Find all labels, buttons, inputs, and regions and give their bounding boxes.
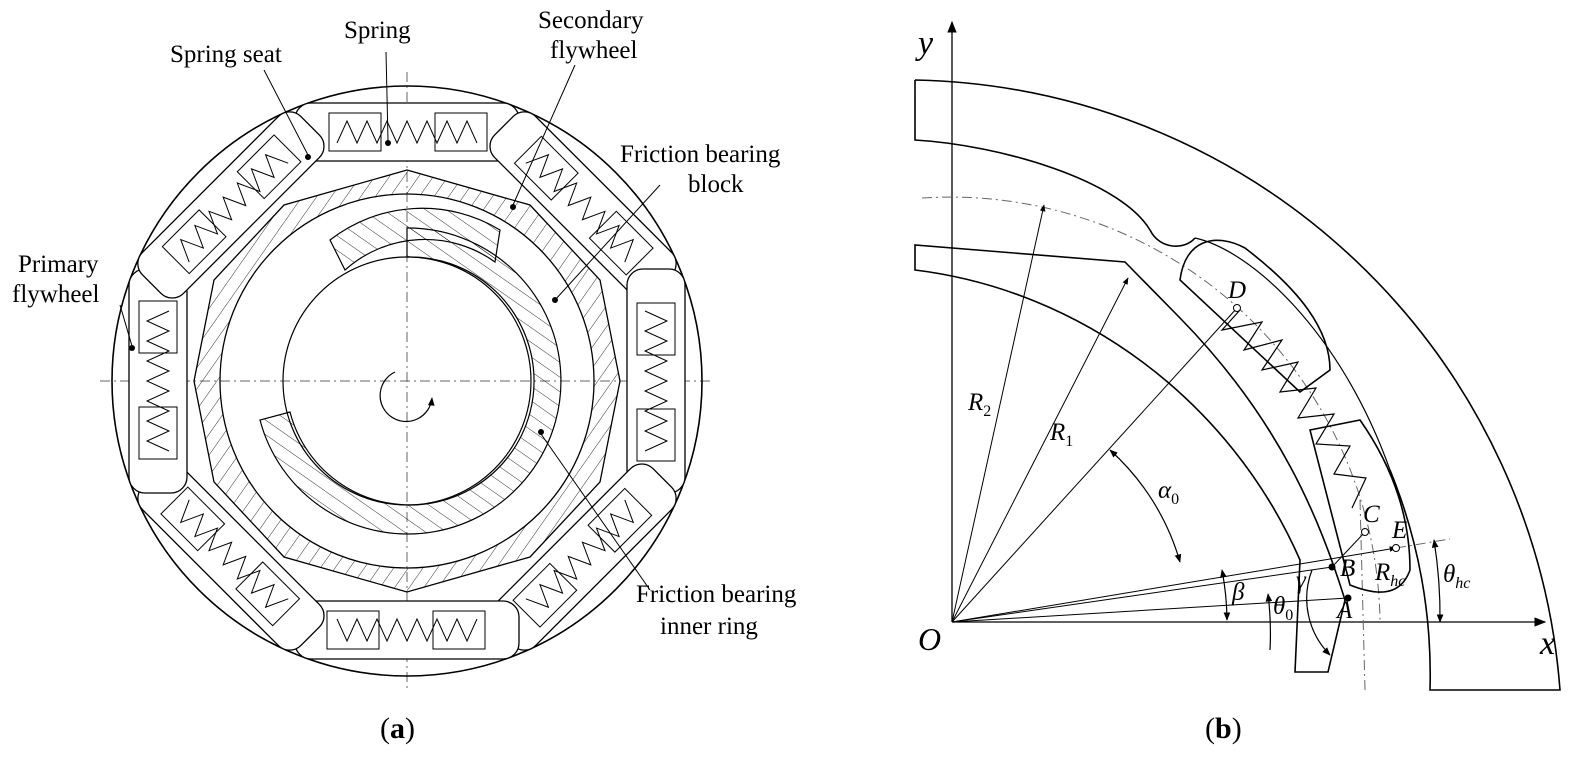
spring-block [636,408,676,462]
radius-r1-line [951,277,1129,623]
spring-block [160,486,226,552]
spring-block [512,562,578,628]
y-axis-label: y [915,25,934,62]
reference-arc-r2 [921,196,1381,623]
spring-block [236,134,302,200]
spring-coil [336,119,478,145]
point-c-dot [1361,528,1369,536]
label-friction-bearing-block-line1: Friction bearing [620,141,781,168]
spring-pocket [128,268,188,494]
spring-block [513,135,579,201]
label-primary-flywheel-line2: flywheel [12,281,100,308]
spring-coil [336,617,478,643]
radius-r2-line [951,204,1046,623]
label-rhc: Rhc [1374,559,1405,590]
line-oa [951,597,1349,623]
primary-flywheel-arc [914,79,1561,691]
leader-lines-a [119,51,661,591]
label-gamma: γ [1296,567,1307,594]
label-thetahc: θhc [1443,561,1470,592]
label-primary-flywheel-line1: Primary [18,251,99,278]
label-r2: R2 [967,389,991,420]
panel-a-caption: (a) [380,712,415,745]
line-bc [1331,531,1366,568]
angle-beta-arc [1220,569,1231,621]
points-b [1233,304,1400,602]
flywheel-inner-edge [1194,237,1391,471]
point-d-dot [1233,304,1241,312]
spring-coil [525,153,635,263]
spring-block [636,302,676,356]
spring-block [326,610,380,650]
rotation-arrow [379,371,435,423]
line-od [951,307,1238,623]
leader-dots-a [129,140,558,435]
spring-block [432,610,486,650]
origin-label: O [918,621,941,657]
spring-coil [179,153,289,263]
spring-coil [643,310,669,452]
label-point-d: D [1227,277,1246,304]
spring-seat-upper [1179,239,1331,394]
spring-coil [179,499,289,609]
spring-coil [525,499,635,609]
spring-block [434,112,488,152]
label-friction-bearing-block-line2: block [688,171,744,198]
label-point-a: A [1335,597,1353,624]
spring-pocket [294,102,520,162]
inner-bore [282,256,532,506]
line-ob [951,566,1333,623]
spring-coil [145,310,171,452]
point-e-dot [1392,544,1400,552]
point-a-dot [1344,594,1352,602]
spring-block [587,487,653,553]
spring-block [235,561,301,627]
label-secondary-flywheel-line2: flywheel [550,37,638,64]
label-r1: R1 [1049,419,1073,450]
line-oe [951,546,1397,623]
label-beta: β [1231,579,1245,606]
spring-block [328,112,382,152]
point-b-dot [1328,563,1336,571]
angle-alpha0-arc [1109,449,1182,563]
label-alpha0: α0 [1158,477,1179,508]
reference-line-vertical [1359,499,1366,691]
x-axis-label: x [1539,625,1555,662]
primary-flywheel-outline [111,85,703,677]
spring-block [588,210,654,276]
spring-block [138,406,178,460]
label-point-e: E [1391,517,1407,544]
spring-pocket [137,111,325,299]
panel-b: y x O [914,20,1561,745]
spring-seat-lower [1309,419,1411,593]
spring-block [161,209,227,275]
label-spring-seat: Spring seat [170,41,282,68]
label-friction-bearing-inner-ring-line2: inner ring [660,613,758,640]
spring-b [1220,309,1367,509]
panel-a: Spring Spring seat Secondary flywheel Fr… [12,7,797,745]
secondary-flywheel-arm [914,244,1346,673]
label-point-c: C [1363,501,1380,528]
angle-theta0-arc [1265,593,1273,651]
spring-block [138,300,178,354]
spring-pocket [626,268,686,494]
label-secondary-flywheel-line1: Secondary [538,7,644,34]
secondary-flywheel-ring [193,169,621,593]
label-theta0: θ0 [1273,593,1293,624]
panel-b-caption: (b) [1205,712,1242,745]
label-point-b: B [1340,555,1355,582]
spring-seat-housing [137,111,325,299]
angle-gamma-arc [1306,569,1331,656]
spring-group [128,102,686,660]
label-spring: Spring [344,17,411,44]
label-friction-bearing-inner-ring-line1: Friction bearing [636,581,797,608]
friction-bearing-inner-ring [259,227,562,535]
angle-thetahc-arc [1431,539,1444,623]
spring-pocket [294,600,520,660]
